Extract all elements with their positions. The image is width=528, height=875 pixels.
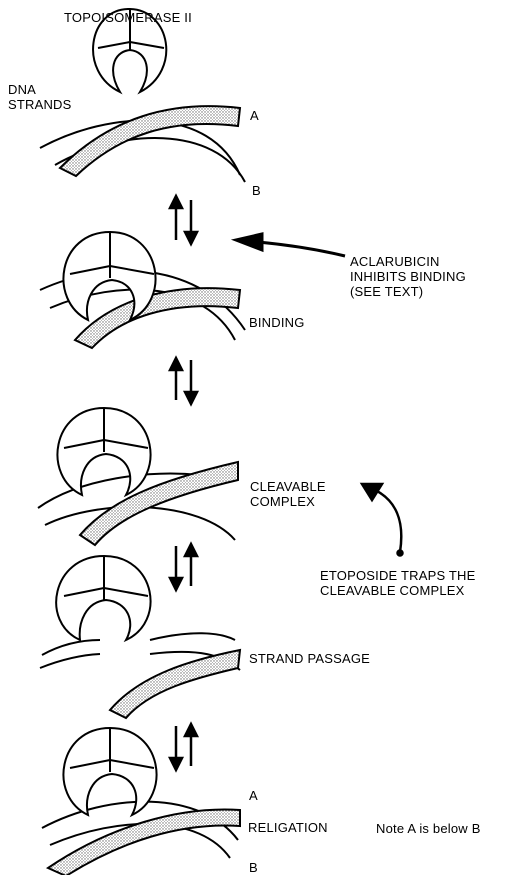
aclarubicin-annotation: ACLARUBICIN INHIBITS BINDING (SEE TEXT) [350, 254, 466, 299]
strand-passage-label: STRAND PASSAGE [249, 651, 370, 666]
dna-strands-label: DNA STRANDS [8, 82, 72, 112]
strand-a-label-religation: A [249, 788, 258, 803]
stage-binding [40, 232, 245, 348]
religation-label: RELIGATION [248, 820, 328, 835]
strand-b-label-religation: B [249, 860, 258, 875]
binding-label: BINDING [249, 315, 305, 330]
equilibrium-arrows-1 [170, 196, 197, 244]
equilibrium-arrows-4 [170, 724, 197, 770]
etoposide-annotation: ETOPOSIDE TRAPS THE CLEAVABLE COMPLEX [320, 568, 476, 598]
title-label: TOPOISOMERASE II [64, 10, 192, 25]
aclarubicin-arrow [236, 234, 345, 256]
strand-a-label: A [250, 108, 259, 123]
etoposide-arrow [362, 484, 403, 556]
stage-strand-passage [40, 556, 240, 718]
cleavable-complex-label: CLEAVABLE COMPLEX [250, 479, 326, 509]
strand-b-label: B [252, 183, 261, 198]
equilibrium-arrows-2 [170, 358, 197, 404]
stage-cleavable-complex [38, 408, 238, 545]
note-label: Note A is below B [376, 821, 481, 836]
equilibrium-arrows-3 [170, 544, 197, 590]
stage-religation [42, 728, 240, 875]
